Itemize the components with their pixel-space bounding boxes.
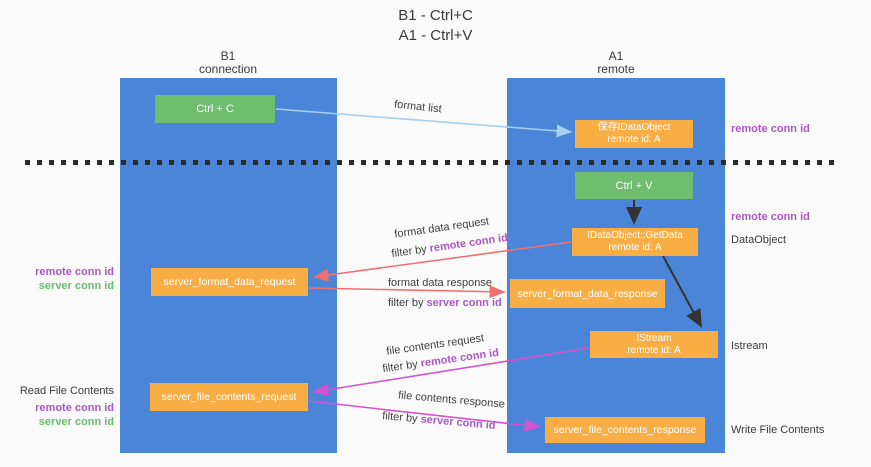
node-istream: IStream remote id: A xyxy=(590,331,718,358)
node-server-file-contents-response-label: server_file_contents_response xyxy=(553,424,697,436)
label-filter-by-server-2: filter by server conn id xyxy=(382,410,496,432)
node-server-format-data-request-label: server_format_data_request xyxy=(163,276,296,288)
node-save-idataobject-line2: remote id: A xyxy=(607,134,661,145)
node-ctrl-c-label: Ctrl + C xyxy=(196,103,234,115)
server-conn-id-ref: server conn id xyxy=(426,297,502,309)
left-column-name: B1 xyxy=(220,49,236,63)
remote-conn-id-ref: remote conn id xyxy=(428,231,509,255)
filter-by-prefix: filter by xyxy=(381,410,419,426)
right-label-dataobject: DataObject xyxy=(731,234,787,246)
filter-by-prefix: filter by xyxy=(390,243,428,261)
right-label-write-file-contents: Write File Contents xyxy=(731,424,825,436)
node-ctrl-v: Ctrl + V xyxy=(575,172,693,199)
node-save-idataobject-line1: 保存IDataObject xyxy=(597,122,671,133)
left-label-read-file-contents: Read File Contents xyxy=(19,385,114,397)
left-label-server-conn-id-2: server conn id xyxy=(38,416,114,428)
label-format-list: format list xyxy=(393,98,443,116)
right-label-remote-conn-id-2: remote conn id xyxy=(731,211,810,223)
node-ctrl-v-label: Ctrl + V xyxy=(615,179,653,192)
node-istream-line2: remote id: A xyxy=(627,344,681,356)
left-label-remote-conn-id-2: remote conn id xyxy=(35,402,114,414)
filter-by-prefix: filter by xyxy=(381,358,419,376)
node-server-file-contents-response: server_file_contents_response xyxy=(545,417,705,443)
filter-by-prefix: filter by xyxy=(388,297,424,309)
node-server-format-data-response-label: server_format_data_response xyxy=(517,287,658,300)
node-idataobject-getdata: IDataObject::GetData remote id: A xyxy=(572,228,698,256)
node-server-file-contents-request: server_file_contents_request xyxy=(150,383,308,411)
title-line-1: B1 - Ctrl+C xyxy=(398,7,473,24)
node-server-format-data-response: server_format_data_response xyxy=(510,279,665,308)
node-save-idataobject: 保存IDataObject remote id: A xyxy=(575,120,693,148)
left-column-role: connection xyxy=(198,62,258,76)
left-label-remote-conn-id-1: remote conn id xyxy=(35,266,114,278)
title-line-2: A1 - Ctrl+V xyxy=(398,27,473,44)
node-idataobject-getdata-line1: IDataObject::GetData xyxy=(587,230,683,241)
node-server-format-data-request: server_format_data_request xyxy=(151,268,308,296)
right-column-header: A1 remote xyxy=(546,50,686,76)
right-label-istream: Istream xyxy=(731,340,768,352)
left-column-header: B1 connection xyxy=(158,50,298,76)
server-conn-id-ref: server conn id xyxy=(420,413,497,432)
right-label-remote-conn-id-1: remote conn id xyxy=(731,123,810,135)
label-file-contents-response: file contents response xyxy=(397,389,506,411)
copy-paste-divider-dashed-line xyxy=(25,160,838,165)
node-ctrl-c: Ctrl + C xyxy=(155,95,275,123)
left-label-server-conn-id-1: server conn id xyxy=(38,280,114,292)
right-column-role: remote xyxy=(597,62,635,76)
label-format-data-response: format data response xyxy=(388,277,492,289)
node-istream-line1: IStream xyxy=(636,332,672,344)
label-filter-by-server-1: filter by server conn id xyxy=(388,297,502,309)
node-server-file-contents-request-label: server_file_contents_request xyxy=(161,391,297,403)
right-column-name: A1 xyxy=(608,49,624,63)
node-idataobject-getdata-line2: remote id: A xyxy=(608,242,662,253)
page-title: B1 - Ctrl+C A1 - Ctrl+V xyxy=(0,6,871,46)
